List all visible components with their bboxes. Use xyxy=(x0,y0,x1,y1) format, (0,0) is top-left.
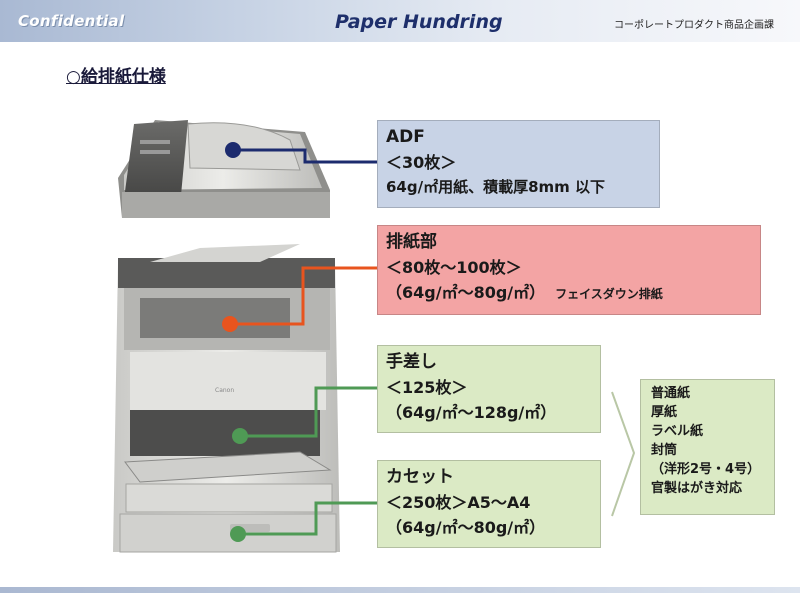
manual-marker-dot xyxy=(232,428,248,444)
adf-sheets: ＜30枚＞ xyxy=(386,153,457,172)
manual-feed-info-box: 手差し ＜125枚＞ （64g/㎡～128g/㎡） xyxy=(377,345,601,433)
header-bar: Confidential Paper Hundring コーポレートプロダクト商… xyxy=(0,0,800,42)
exit-connector xyxy=(222,266,377,332)
cassette-weight: （64g/㎡～80g/㎡） xyxy=(386,518,546,537)
adf-info-box: ADF ＜30枚＞ 64g/㎡用紙、積載厚8mm 以下 xyxy=(377,120,660,208)
chevron-right-icon xyxy=(611,391,636,517)
footer-bar xyxy=(0,587,800,593)
exit-title: 排紙部 xyxy=(386,232,437,252)
paper-type-item: 官製はがき対応 xyxy=(651,481,743,496)
paper-type-item: 普通紙 xyxy=(651,386,691,401)
exit-note: フェイスダウン排紙 xyxy=(555,287,663,301)
section-title: ○給排紙仕様 xyxy=(66,67,166,87)
cassette-marker-dot xyxy=(230,526,246,542)
adf-title: ADF xyxy=(386,127,425,147)
adf-unit-image xyxy=(118,120,330,218)
exit-weight: （64g/㎡～80g/㎡） xyxy=(386,283,546,302)
paper-type-item: 厚紙 xyxy=(651,405,678,420)
manual-title: 手差し xyxy=(386,352,437,372)
paper-type-item: （洋形2号・4号） xyxy=(651,462,761,477)
exit-marker-dot xyxy=(222,316,238,332)
paper-type-item: 封筒 xyxy=(651,443,678,458)
adf-spec: 64g/㎡用紙、積載厚8mm 以下 xyxy=(386,178,606,196)
manual-sheets: ＜125枚＞ xyxy=(386,378,468,397)
cassette-sheets: ＜250枚＞A5～A4 xyxy=(386,493,531,512)
exit-info-box: 排紙部 ＜80枚～100枚＞ （64g/㎡～80g/㎡） フェイスダウン排紙 xyxy=(377,225,761,315)
paper-types-box: 普通紙 厚紙 ラベル紙 封筒 （洋形2号・4号） 官製はがき対応 xyxy=(640,379,775,515)
adf-marker-dot xyxy=(225,142,241,158)
header-title: Paper Hundring xyxy=(335,11,503,33)
exit-weight-row: （64g/㎡～80g/㎡） フェイスダウン排紙 xyxy=(386,280,760,307)
manual-weight: （64g/㎡～128g/㎡） xyxy=(386,403,557,422)
svg-text:Canon: Canon xyxy=(215,387,234,394)
department-label: コーポレートプロダクト商品企画課 xyxy=(614,20,774,31)
cassette-info-box: カセット ＜250枚＞A5～A4 （64g/㎡～80g/㎡） xyxy=(377,460,601,548)
paper-type-item: ラベル紙 xyxy=(651,424,704,439)
adf-connector xyxy=(225,142,377,164)
exit-sheets: ＜80枚～100枚＞ xyxy=(386,258,522,277)
cassette-title: カセット xyxy=(386,467,454,487)
cassette-connector xyxy=(230,501,377,542)
printer-image: Canon xyxy=(113,244,340,553)
confidential-label: Confidential xyxy=(18,12,125,30)
manual-connector xyxy=(232,386,377,444)
